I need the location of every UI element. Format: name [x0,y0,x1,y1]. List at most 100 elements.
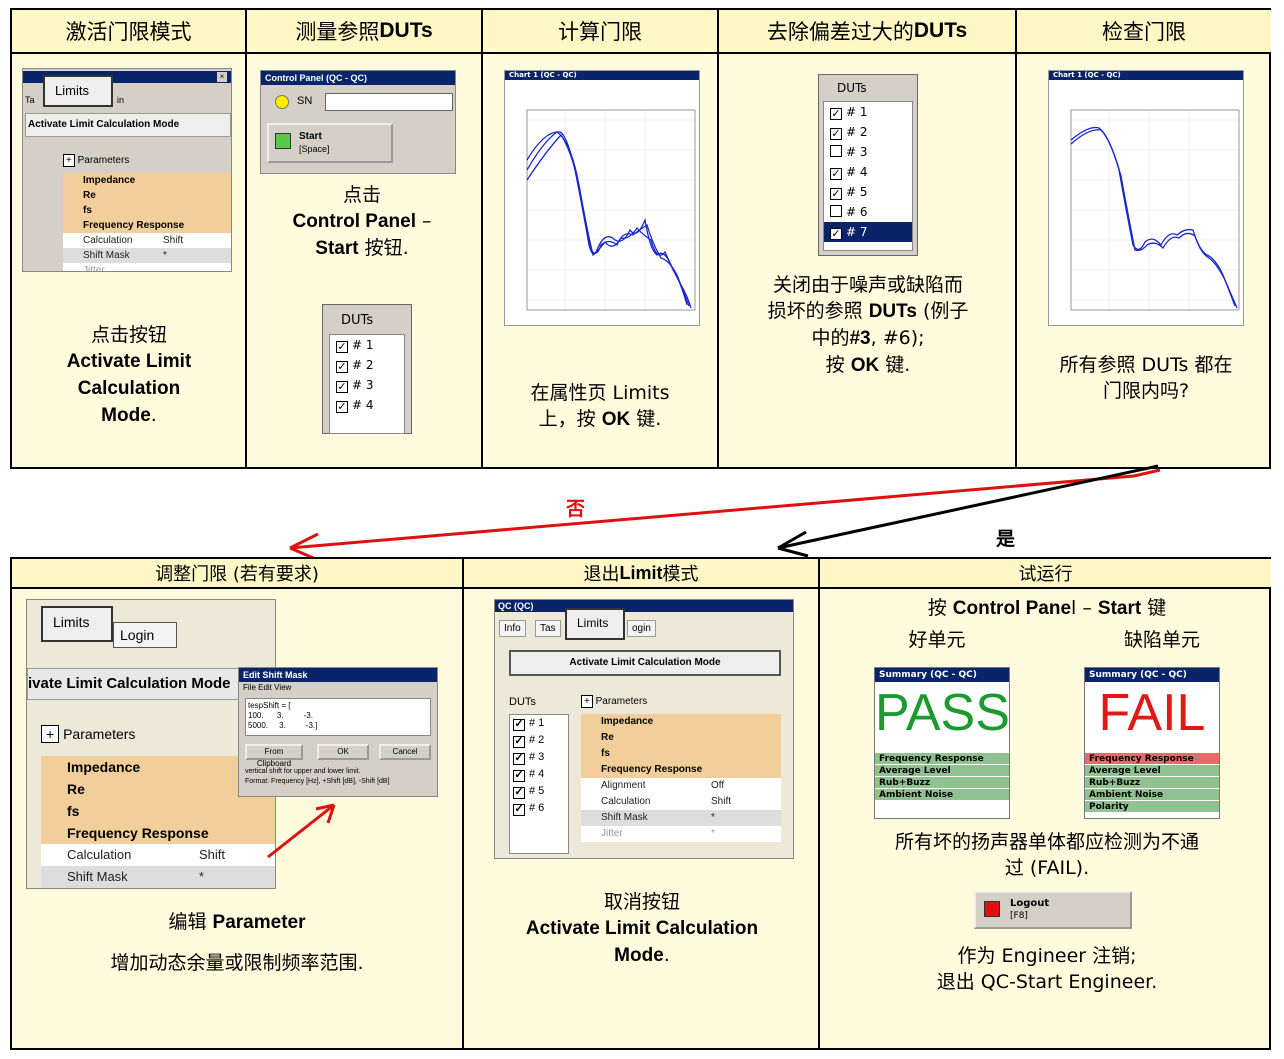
dut-item[interactable]: ✓# 3 [336,378,374,393]
dut-item[interactable]: ✓# 4 [336,398,374,413]
top-step-table: 激活门限模式 测量参照 DUTs 计算门限 去除偏差过大的 DUTs 检查门限 … [10,8,1271,469]
tab-ta[interactable]: Tas [535,620,561,637]
tab-login[interactable]: in [117,95,125,105]
dut-item[interactable]: ✓# 1 [830,105,868,120]
prop-impedance[interactable]: Impedance [63,173,231,188]
trial-header: 试运行 [820,559,1271,589]
logout-desc: 作为 Engineer 注销; 退出 QC-Start Engineer. [936,945,1158,993]
dut-item[interactable]: ✓# 1 [513,717,545,731]
pass-summary: Summary (QC - QC) PASS Frequency Respons… [874,667,1010,819]
trial-desc: 所有坏的扬声器单体都应检测为不通 过 (FAIL). [894,831,1199,879]
prop-impedance[interactable]: Impedance [581,714,781,730]
limits-panel-screenshot: × Ta in Limits Activate Limit Calculatio… [22,68,232,272]
no-arrow [289,468,1161,550]
dut-item[interactable]: # 6 [824,202,912,222]
dut-item[interactable]: ✓# 4 [830,165,868,180]
check-chart-screenshot: Chart 1 (QC - QC) [1048,70,1244,326]
checkbox-icon[interactable]: ✓ [830,227,842,240]
parameters-header: + Parameters [581,695,647,708]
cancel-button[interactable]: Cancel [379,744,431,760]
sn-input[interactable] [325,93,453,111]
adjust-header: 调整门限 (若有要求) [12,559,462,589]
shift-mask-editor[interactable]: tespShift = [100. 3. -3.5000. 3. -3.] [245,698,431,736]
checkbox-icon[interactable]: ✓ [830,107,842,120]
dut-item[interactable]: ✓# 3 [513,751,545,765]
prop-shift-mask[interactable]: Shift Mask* [63,248,231,263]
dut-item[interactable]: ✓# 7 [824,222,912,242]
adjust-panel-screenshot: Limits Login ivate Limit Calculation Mod… [26,599,276,889]
tab-info[interactable]: Info [499,620,526,637]
prop-frequency-response[interactable]: Frequency Response [41,822,275,844]
from-clipboard-button[interactable]: From Clipboard [245,744,303,768]
dut-item[interactable]: ✓# 4 [513,768,545,782]
dut-item[interactable]: ✓# 1 [336,338,374,353]
prop-re[interactable]: Re [41,778,275,800]
prop-frequency-response[interactable]: Frequency Response [63,218,231,233]
checkbox-icon[interactable]: ✓ [513,718,525,731]
tab-limits[interactable]: Limits [41,606,113,642]
checkbox-icon[interactable]: ✓ [513,752,525,765]
activate-limit-button[interactable]: ivate Limit Calculation Mode [27,668,275,700]
dut-item[interactable]: ✓# 5 [513,785,545,799]
parameters-header: + Parameters [41,725,135,743]
step4-header: 去除偏差过大的 DUTs [719,10,1015,54]
dut-item[interactable]: # 3 [824,142,912,162]
checkbox-icon[interactable]: ✓ [830,127,842,140]
dut-item[interactable]: ✓# 5 [830,185,868,200]
prop-re[interactable]: Re [63,188,231,203]
divider [245,10,247,467]
activate-limit-button[interactable]: Activate Limit Calculation Mode [25,113,231,137]
prop-impedance[interactable]: Impedance [41,756,275,778]
checkbox-icon[interactable]: ✓ [513,803,525,816]
step3-header: 计算门限 [483,10,717,54]
control-panel-screenshot: Control Panel (QC - QC) SN Start [Space] [260,70,456,174]
prop-shift-mask[interactable]: Shift Mask* [581,810,781,826]
dut-item[interactable]: ✓# 2 [336,358,374,373]
tab-ta[interactable]: Ta [25,95,35,105]
prop-jitter[interactable]: Jitter* [581,826,781,842]
dut-item[interactable]: ✓# 6 [513,802,545,816]
exit-limit-screenshot: QC (QC) Info Tas ogin Limits Activate Li… [494,599,794,859]
tab-limits[interactable]: Limits [565,608,625,640]
start-button[interactable]: Start [Space] [267,123,393,163]
logout-button[interactable]: Logout [F8] [974,891,1132,929]
checkbox-icon[interactable]: ✓ [513,735,525,748]
adjust-desc: 编辑 Parameter 增加动态余量或限制频率范围. [110,911,364,974]
checkbox-icon[interactable] [830,205,842,217]
prop-shift-mask[interactable]: Shift Mask* [41,866,275,888]
divider [1015,10,1017,467]
sn-label: SN [297,95,313,107]
step3-desc: 在属性页 Limits 上，按 OK 键. [530,382,670,430]
prop-fs[interactable]: fs [581,746,781,762]
checkbox-icon[interactable]: ✓ [830,187,842,200]
close-icon[interactable]: × [217,72,227,82]
prop-fs[interactable]: fs [41,800,275,822]
prop-jitter[interactable]: Jitter [63,263,231,271]
dut-item[interactable]: ✓# 2 [513,734,545,748]
decision-arrows [289,464,1161,562]
pointer-arrow [267,803,336,859]
checkbox-icon[interactable]: ✓ [513,769,525,782]
good-unit-label: 好单元 [908,629,966,651]
checkbox-icon[interactable]: ✓ [513,786,525,799]
prop-fs[interactable]: fs [63,203,231,218]
checkbox-icon[interactable] [830,145,842,157]
prop-re[interactable]: Re [581,730,781,746]
activate-limit-button[interactable]: Activate Limit Calculation Mode [509,650,781,676]
dut-item[interactable]: ✓# 2 [830,125,868,140]
tab-limits[interactable]: Limits [43,75,113,107]
exit-desc: 取消按钮 Activate Limit Calculation Mode. [525,891,759,966]
prop-frequency-response[interactable]: Frequency Response [581,762,781,778]
divider [462,559,464,1048]
ok-button[interactable]: OK [317,744,369,760]
tab-login[interactable]: ogin [627,620,656,637]
checkbox-icon[interactable]: ✓ [830,167,842,180]
tab-login[interactable]: Login [113,622,177,648]
step4-desc: 关闭由于噪声或缺陷而 损坏的参照 DUTs (例子 中的#3, #6); 按 O… [767,274,969,376]
duts-list-small: DUTs ✓# 1 ✓# 2 ✓# 3 ✓# 4 [322,304,412,434]
yes-label: 是 [996,528,1016,550]
